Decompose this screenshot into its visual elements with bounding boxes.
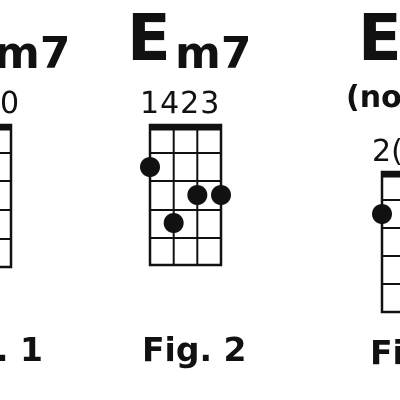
chord-subtitle-3: (no bbox=[346, 80, 400, 115]
chord-grid-2 bbox=[148, 123, 223, 267]
fingering-label-1: 0 bbox=[0, 86, 20, 121]
chord-name-suffix-1: m7 bbox=[0, 28, 71, 79]
chord-grid-1 bbox=[0, 123, 13, 269]
finger-dot bbox=[211, 185, 231, 205]
fretboard-outline-2 bbox=[148, 123, 223, 267]
finger-dot bbox=[140, 157, 160, 177]
fingering-label-3: 2( bbox=[372, 134, 400, 169]
finger-dot bbox=[163, 213, 184, 233]
chord-name-root-3: E bbox=[358, 2, 400, 76]
figure-caption-2: Fig. 2 bbox=[142, 330, 247, 369]
fingering-label-2: 1423 bbox=[140, 86, 221, 121]
figure-caption-1: . 1 bbox=[0, 330, 43, 369]
chord-name-root-2: E bbox=[127, 2, 171, 76]
chord-name-suffix-2: m7 bbox=[175, 28, 252, 79]
figure-caption-3: Fi bbox=[370, 333, 400, 372]
fretboard-outline-3 bbox=[380, 170, 400, 314]
finger-dots bbox=[140, 157, 392, 233]
finger-dot bbox=[187, 185, 208, 205]
fretboard-outline-1 bbox=[0, 123, 13, 269]
finger-dot bbox=[372, 204, 392, 224]
chord-grid-3 bbox=[380, 170, 400, 314]
